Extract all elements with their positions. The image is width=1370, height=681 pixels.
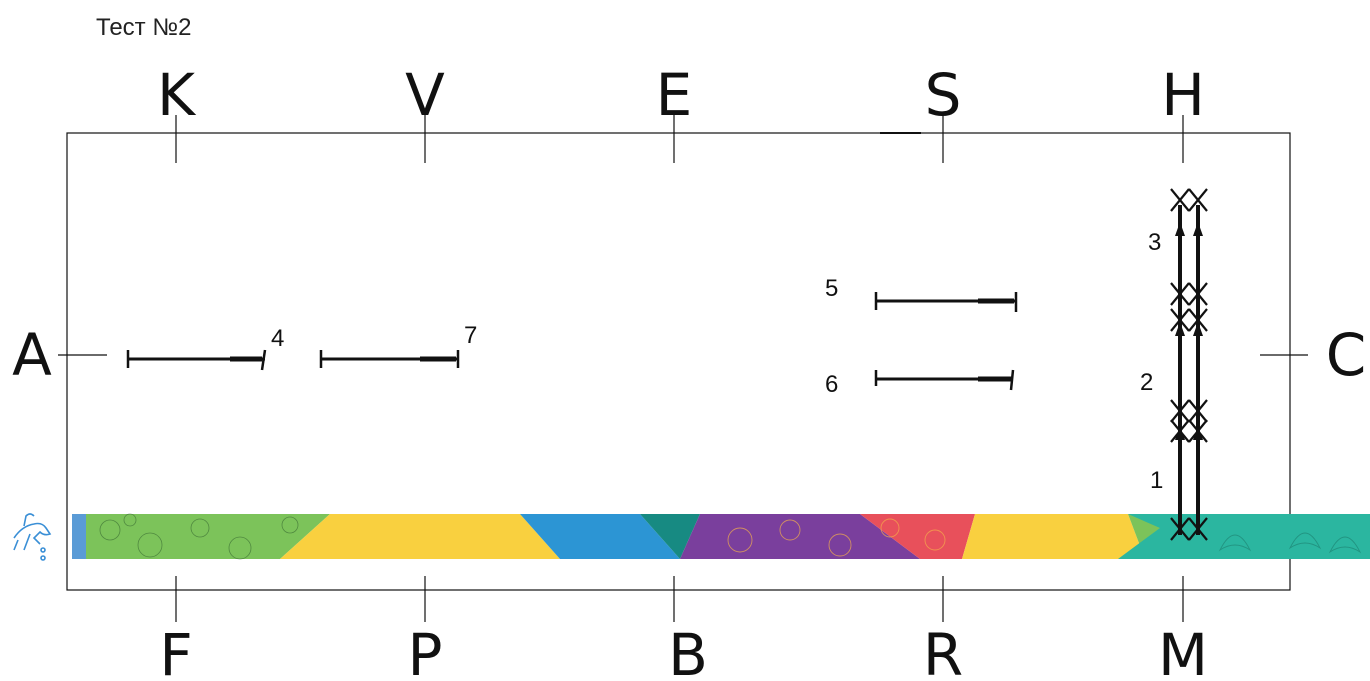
equestrian-rider-icon [14, 514, 50, 560]
exercise-number-4: 4 [271, 325, 284, 352]
top-letters: K V E S H [157, 61, 1205, 129]
exercise-number-3: 3 [1148, 229, 1161, 256]
marker-letter-p: P [408, 621, 443, 681]
exercise-number-7: 7 [464, 322, 477, 349]
horizontal-bars [128, 292, 1016, 390]
bar-7 [321, 350, 458, 368]
cross-row-2 [1171, 283, 1207, 305]
cross-row-4 [1171, 400, 1207, 422]
marker-letter-k: K [157, 61, 197, 129]
banner-yellow-2 [962, 514, 1145, 559]
exercise-number-5: 5 [825, 275, 838, 302]
bar-6 [876, 370, 1013, 390]
bar-4 [128, 350, 265, 370]
banner-teal-2 [1118, 514, 1370, 559]
cross-row-3 [1171, 309, 1207, 331]
marker-letter-b: B [668, 621, 708, 681]
exercise-number-6: 6 [825, 371, 838, 398]
marker-letter-a: A [12, 321, 52, 389]
cross-marks [1171, 189, 1207, 540]
marker-letter-c: C [1326, 321, 1367, 389]
marker-letter-r: R [923, 621, 963, 681]
bottom-letters: F P B R M [159, 621, 1208, 681]
banner-cap [72, 514, 86, 559]
bar-5 [876, 292, 1016, 312]
exercise-number-1: 1 [1150, 467, 1163, 494]
marker-letter-s: S [925, 61, 962, 129]
marker-letter-f: F [159, 621, 192, 681]
marker-letter-h: H [1161, 61, 1205, 129]
vertical-arrows [1175, 205, 1203, 535]
marker-letter-m: M [1158, 621, 1208, 681]
exercise-numbers: 1 2 3 4 5 6 7 [271, 229, 1163, 494]
marker-letter-v: V [405, 61, 445, 129]
exercise-number-2: 2 [1140, 369, 1153, 396]
marker-letter-e: E [656, 61, 693, 129]
decorative-banner [72, 514, 1370, 559]
cross-row-1 [1171, 189, 1207, 211]
